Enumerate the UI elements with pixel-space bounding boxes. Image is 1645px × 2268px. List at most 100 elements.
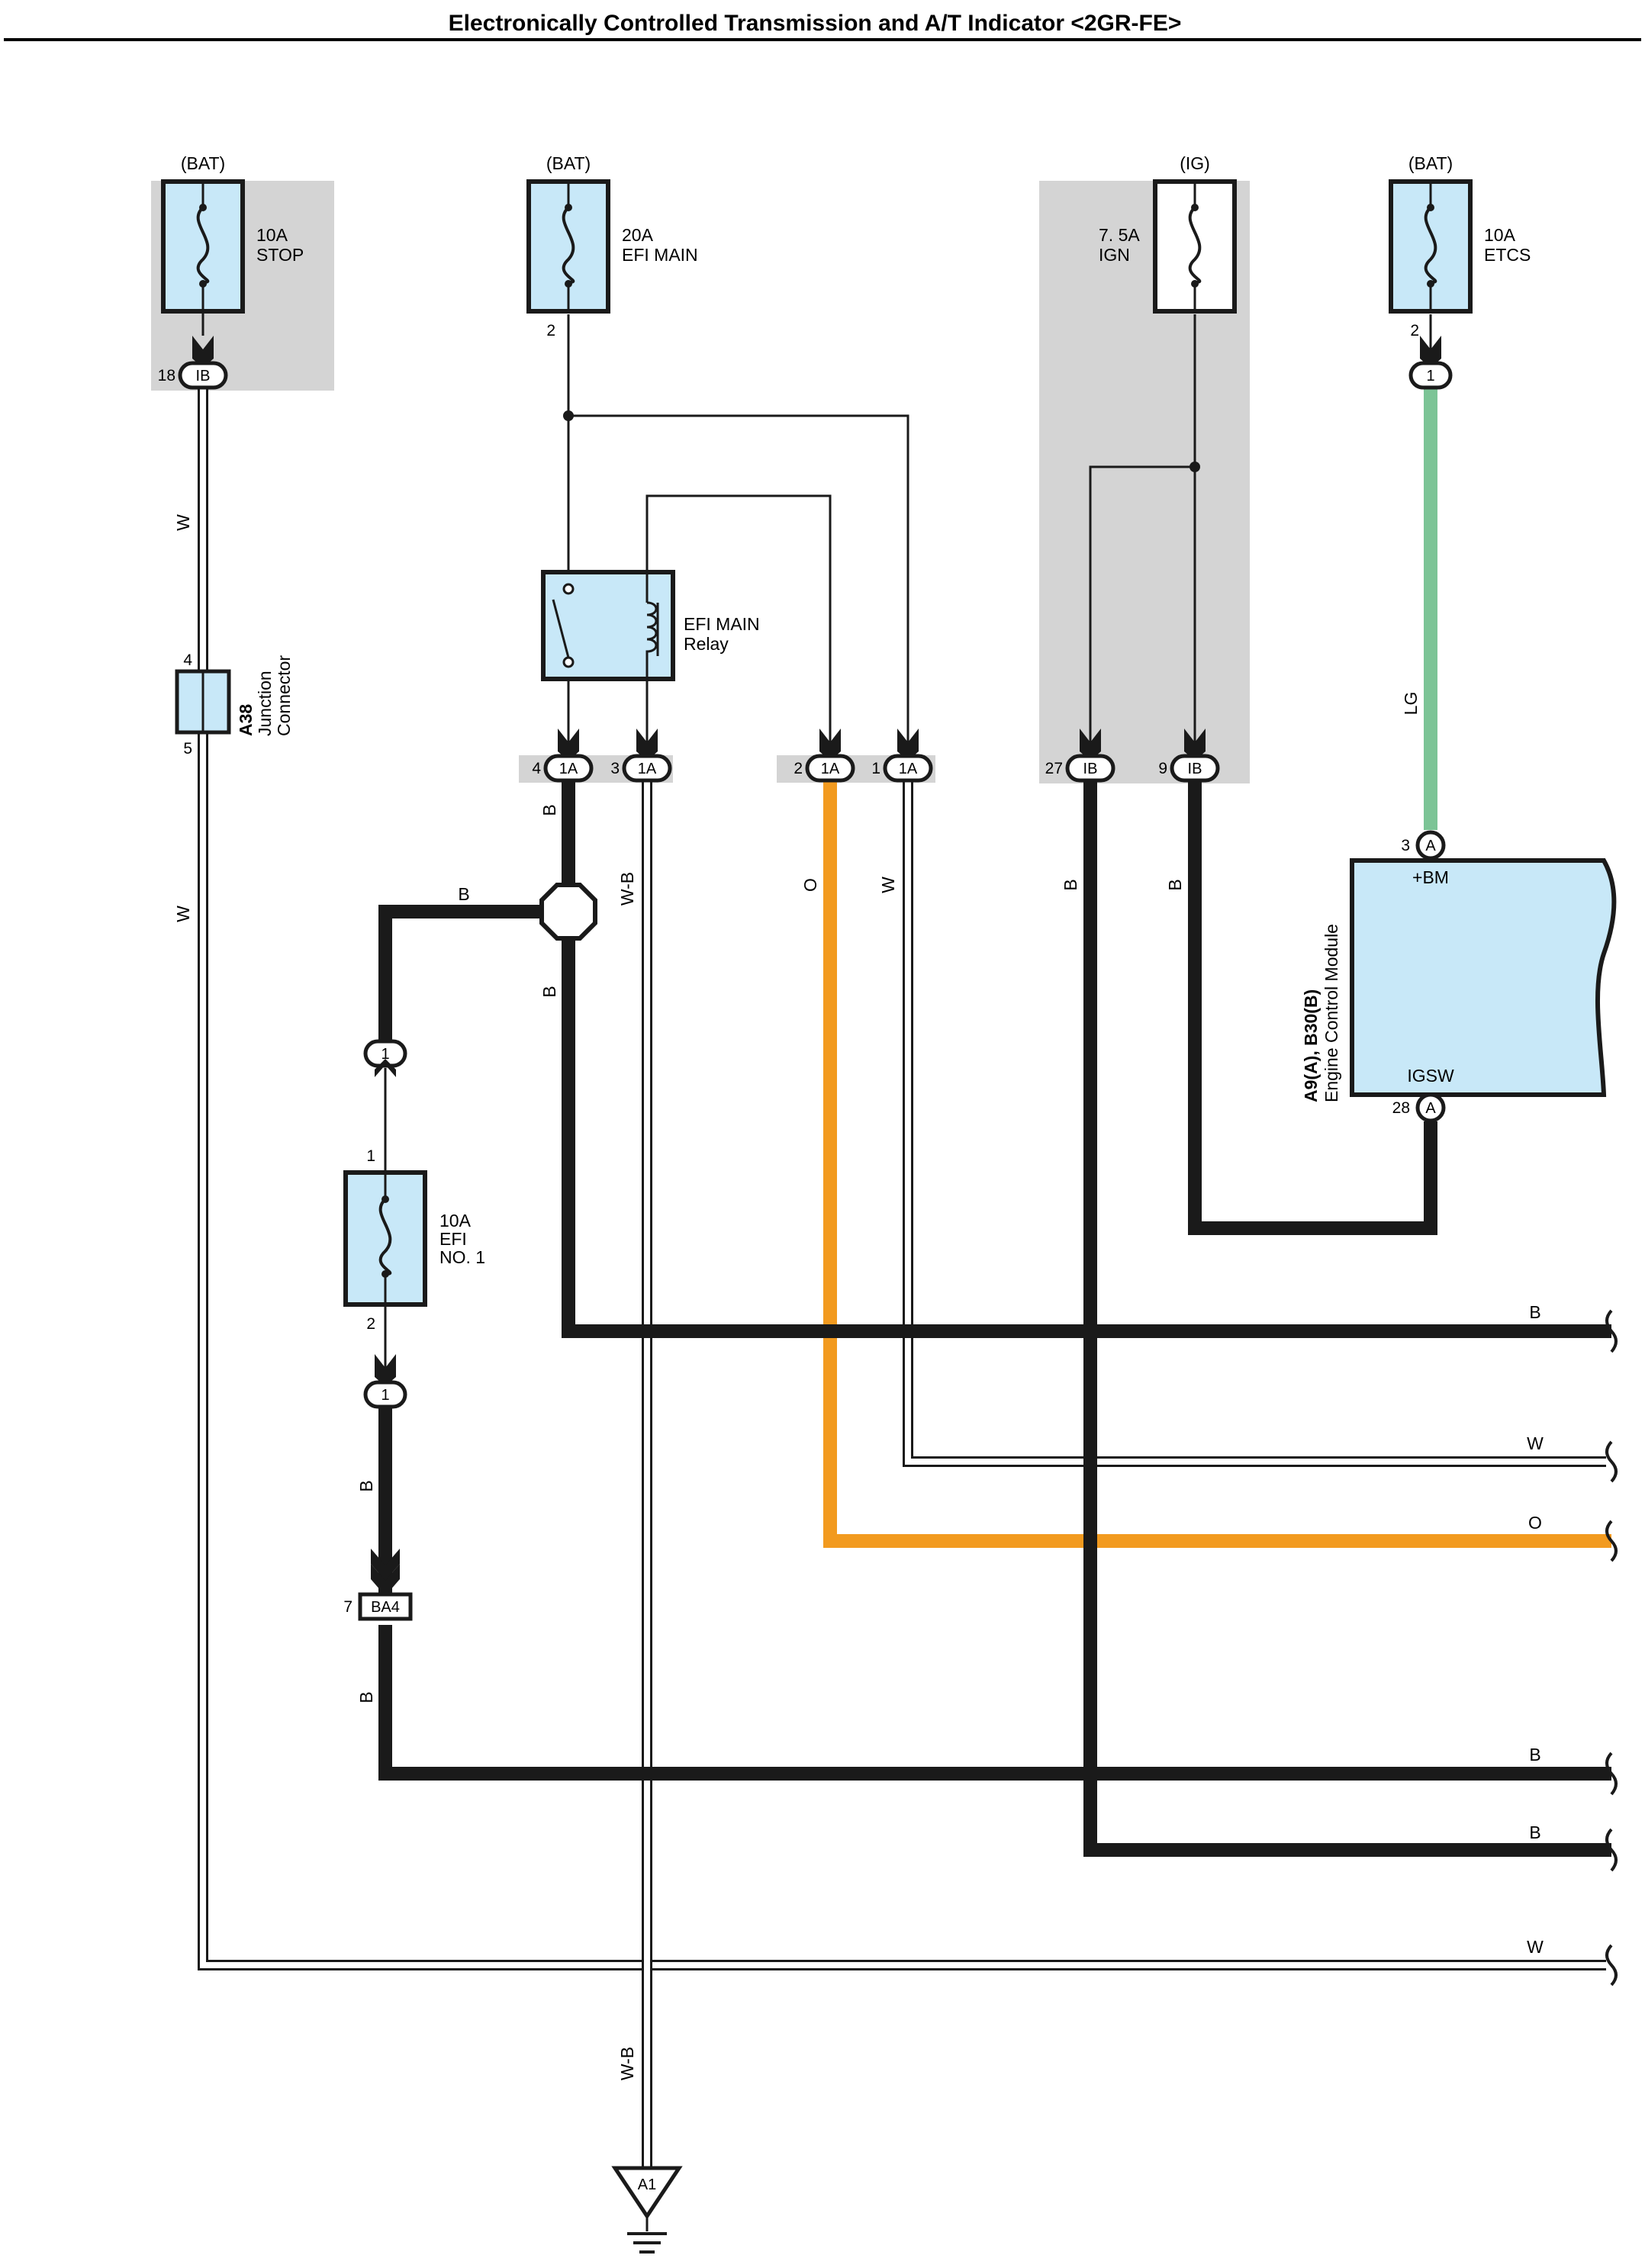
wire-label-b: B — [458, 884, 469, 904]
connector-1a-4-code: 1A — [559, 761, 578, 777]
fuse-efi-main: (BAT) 20A EFI MAIN 2 — [526, 153, 698, 339]
connector-1a-3-pin: 3 — [610, 760, 620, 777]
relay-name: EFI MAIN — [684, 614, 760, 634]
wire-label-wb: W-B — [617, 2047, 637, 2080]
connector-1a-3: 1A 3 — [610, 729, 672, 783]
connector-1a-1-pin: 1 — [871, 760, 880, 777]
connector-ib-9-code: IB — [1188, 761, 1202, 777]
connector-1a-4: 1A 4 — [532, 729, 594, 783]
connector-1a-2-pin: 2 — [794, 760, 803, 777]
connector-ba4: BA4 7 — [343, 1549, 413, 1621]
fuse-name-etcs: ETCS — [1484, 245, 1531, 265]
connector-ib-27-code: IB — [1083, 761, 1098, 777]
wire-label-w: W — [1527, 1937, 1544, 1957]
wire-label-b: B — [356, 1691, 376, 1703]
fuse-name-ign: IGN — [1099, 245, 1130, 265]
supply-label-efi-main: (BAT) — [546, 153, 591, 173]
wire-label-b: B — [1165, 879, 1185, 890]
relay-name2: Relay — [684, 634, 729, 654]
wire-label-w: W — [173, 906, 193, 922]
connector-efi-no1-bottom-code: 1 — [381, 1387, 389, 1404]
connector-etcs-1-code: 1 — [1426, 368, 1434, 384]
pin-efi-main-2: 2 — [546, 322, 555, 339]
splice-point — [539, 883, 597, 941]
engine-control-module: +BM IGSW A9(A), B30(B) Engine Control Mo… — [1301, 830, 1617, 1123]
supply-label-ign: (IG) — [1180, 153, 1210, 173]
ecm-pin-bm-label: +BM — [1412, 867, 1449, 887]
fuse-rating-etcs: 10A — [1484, 225, 1516, 245]
fuse-name2-efi-no1: NO. 1 — [439, 1247, 485, 1267]
wire-efi-main-thin — [567, 314, 909, 754]
wire-label-b: B — [1529, 1822, 1540, 1842]
connector-ib-18: IB 18 — [158, 336, 228, 390]
connector-ib-27: IB 27 — [1045, 729, 1115, 783]
connector-ib-18-code: IB — [196, 368, 211, 384]
connector-ib-9: IB 9 — [1158, 729, 1220, 783]
connector-1a-2: 1A 2 — [794, 729, 855, 783]
fuse-name-efi-no1: EFI — [439, 1229, 467, 1249]
connector-1a-4-pin: 4 — [532, 760, 541, 777]
wire-label-b: B — [539, 804, 559, 816]
pin-efi-no1-1: 1 — [366, 1147, 375, 1165]
pin-etcs-2: 2 — [1410, 322, 1419, 339]
page-title: Electronically Controlled Transmission a… — [449, 11, 1182, 36]
ecm-pin-igsw-label: IGSW — [1407, 1066, 1454, 1086]
junction-dot — [563, 410, 574, 421]
ecm-name: Engine Control Module — [1321, 924, 1341, 1102]
supply-label-etcs: (BAT) — [1408, 153, 1453, 173]
connector-ib-9-pin: 9 — [1158, 760, 1167, 777]
connector-ba4-code: BA4 — [371, 1599, 400, 1616]
ecm-pin-igsw-no: 28 — [1392, 1099, 1410, 1117]
efi-main-relay: EFI MAIN Relay — [541, 570, 760, 681]
fuse-ign: (IG) 7. 5A IGN — [1099, 153, 1237, 314]
wire-label-w: W — [878, 877, 898, 893]
wire-label-b: B — [1061, 879, 1080, 890]
wire-label-b: B — [1529, 1745, 1540, 1765]
wire-label-b: B — [356, 1480, 376, 1491]
wire-label-b: B — [539, 986, 559, 997]
ecm-code: A9(A), B30(B) — [1301, 989, 1321, 1102]
fuse-rating-stop: 10A — [256, 225, 288, 245]
fuse-name-stop: STOP — [256, 245, 304, 265]
ecm-pin-igsw-letter: A — [1425, 1100, 1436, 1117]
wire-w-stop — [198, 385, 1606, 1970]
a38-name2: Connector — [274, 655, 294, 736]
connector-etcs-1: 1 — [1408, 336, 1453, 390]
junction-connector-a38: 4 5 A38 Junction Connector — [175, 651, 294, 758]
wire-b-thick — [378, 780, 1611, 1857]
connector-efi-no1-top: 1 — [363, 1039, 407, 1077]
wire-label-o: O — [1528, 1513, 1542, 1533]
wire-label-lg: LG — [1401, 692, 1421, 716]
fuse-name-efi-main: EFI MAIN — [622, 245, 698, 265]
wire-label-b: B — [1529, 1302, 1540, 1322]
connector-ba4-pin: 7 — [343, 1598, 352, 1616]
connector-1a-3-code: 1A — [638, 761, 657, 777]
fuse-etcs: (BAT) 10A ETCS 2 — [1389, 153, 1531, 339]
pin-efi-no1-2: 2 — [366, 1315, 375, 1333]
wire-labels: W W B B B W-B W-B O W B B LG B B B W O B… — [173, 514, 1544, 2080]
wire-w-1a — [903, 780, 1606, 1467]
ecm-pin-bm-no: 3 — [1401, 837, 1410, 854]
a38-name: Junction — [255, 671, 275, 736]
wire-label-wb: W-B — [617, 872, 637, 906]
wire-break-marks — [1605, 1309, 1618, 1987]
connector-efi-no1-top-code: 1 — [381, 1046, 389, 1063]
connector-1a-2-code: 1A — [821, 761, 840, 777]
wire-label-w: W — [173, 514, 193, 531]
supply-label-stop: (BAT) — [181, 153, 225, 173]
ground-a1-code: A1 — [638, 2176, 656, 2193]
connector-1a-1: 1A 1 — [871, 729, 933, 783]
pin-a38-4: 4 — [183, 651, 192, 669]
connector-ib-18-pin: 18 — [158, 367, 175, 384]
ecm-pin-bm-letter: A — [1425, 838, 1436, 854]
fuse-efi-no1: 10A EFI NO. 1 1 2 — [343, 1147, 485, 1333]
fuse-rating-ign: 7. 5A — [1099, 225, 1140, 245]
ground-a1: A1 — [611, 2166, 683, 2254]
connector-ib-27-pin: 27 — [1045, 760, 1063, 777]
wire-o — [823, 780, 1611, 1548]
connector-efi-no1-bottom: 1 — [363, 1354, 407, 1409]
a38-code: A38 — [236, 704, 256, 736]
pin-a38-5: 5 — [183, 740, 192, 758]
fuse-stop: (BAT) 10A STOP — [161, 153, 304, 336]
